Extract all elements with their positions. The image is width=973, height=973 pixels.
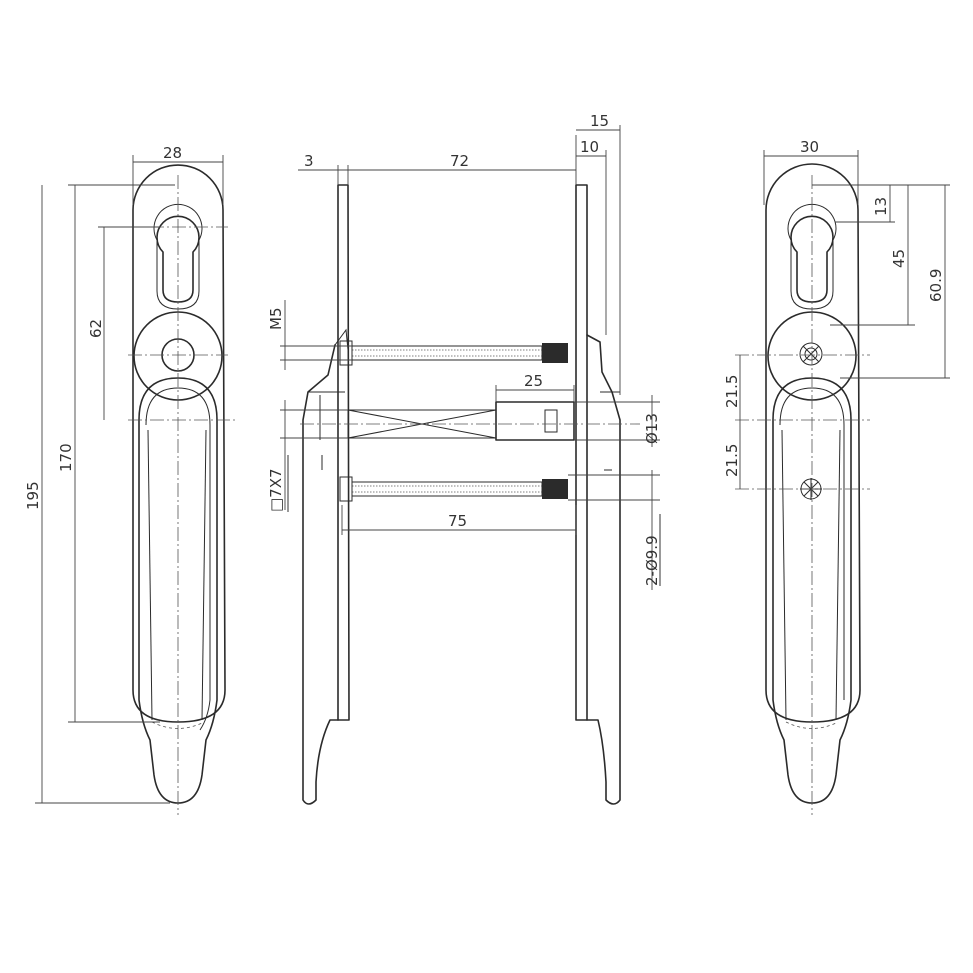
- side-diameter-dim: Ø13: [643, 413, 661, 444]
- side-view: 3 72 15 10 M5 □7X7 25 Ø13 75: [267, 112, 661, 805]
- side-top-screw: [351, 345, 543, 361]
- back-keyhole-inner: [787, 203, 837, 310]
- back-screw-top: [799, 342, 823, 366]
- front-width-dim: 28: [163, 144, 182, 162]
- back-backplate: [765, 163, 861, 723]
- front-keyhole-dim: 62: [87, 319, 105, 338]
- side-sleeve-dim: 25: [524, 372, 543, 390]
- side-holes-dim: 2-Ø9.9: [643, 535, 661, 586]
- side-plate-dim: 3: [304, 152, 314, 170]
- side-gap-dim: 72: [450, 152, 469, 170]
- back-spacing-a-dim: 21.5: [723, 375, 741, 408]
- front-backplate: [132, 164, 226, 723]
- front-195-dim: 195: [24, 481, 42, 510]
- side-bottom-screw-nut: [542, 479, 568, 499]
- front-view: 28 62 170 195: [24, 144, 235, 815]
- front-keyhole-inner: [153, 203, 203, 310]
- side-right-plate: [575, 184, 588, 721]
- back-609-dim: 60.9: [927, 269, 945, 302]
- front-lever-inner: [145, 387, 211, 731]
- back-lever-inner: [779, 387, 845, 700]
- side-right-handle: [586, 334, 621, 805]
- back-width-dim: 30: [800, 138, 819, 156]
- side-top-screw-nut: [542, 343, 568, 363]
- back-45-dim: 45: [890, 249, 908, 268]
- back-view: 30 13 45 60.9 21.5 21.5: [723, 138, 950, 815]
- side-thread-dim: M5: [267, 308, 285, 331]
- back-keyhole: [790, 215, 834, 303]
- side-left-plate: [337, 184, 350, 721]
- back-spacing-b-dim: 21.5: [723, 444, 741, 477]
- side-bottom-screw: [351, 481, 543, 497]
- front-170-dim: 170: [57, 443, 75, 472]
- side-screw-dim: 75: [448, 512, 467, 530]
- front-keyhole: [156, 215, 200, 303]
- side-offset15-dim: 15: [590, 112, 609, 130]
- back-top-dim: 13: [872, 197, 890, 216]
- side-left-handle: [302, 344, 339, 805]
- side-spindle-dim: □7X7: [267, 468, 285, 512]
- side-spindle-sleeve: [495, 401, 575, 441]
- side-offset10-dim: 10: [580, 138, 599, 156]
